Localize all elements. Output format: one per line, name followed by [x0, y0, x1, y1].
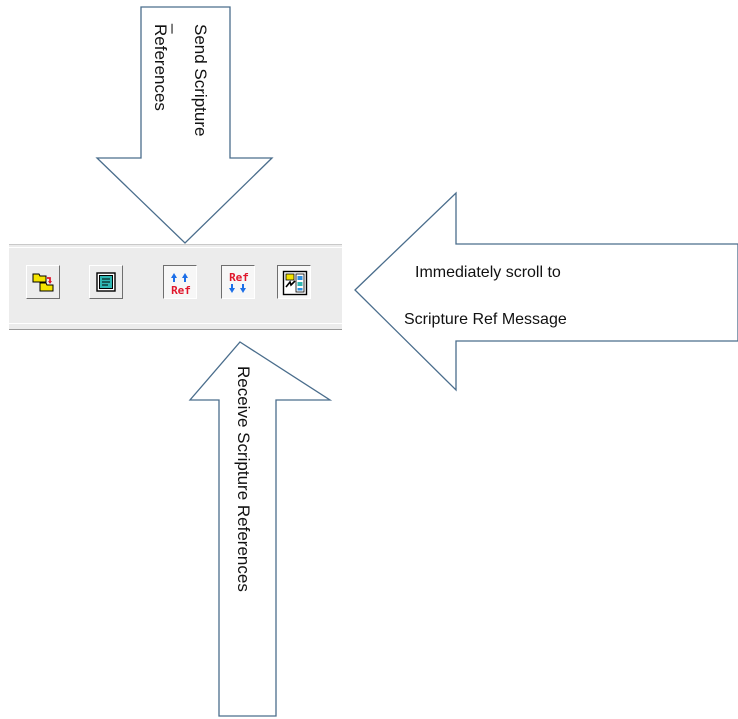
receive-scripture-references-button[interactable]: Ref [221, 265, 255, 299]
send-ref-up-arrows-icon: Ref [171, 273, 191, 296]
scroll-caption-line-2: Scripture Ref Message [404, 311, 567, 328]
receive-ref-label: Ref [229, 271, 249, 284]
toolbar: Ref Ref [9, 244, 342, 330]
send-references-caption: Send Scripture _ References [150, 24, 210, 136]
folder-transfer-button[interactable] [26, 265, 60, 299]
send-references-callout-arrow [95, 6, 274, 244]
receive-references-callout-arrow [188, 341, 333, 717]
send-caption-line-3: References [151, 24, 170, 111]
send-caption-line-2: _ [171, 24, 190, 34]
scroll-caption-line-1: Immediately scroll to [415, 264, 561, 281]
scroll-to-ref-icon [282, 270, 308, 296]
message-list-button[interactable] [89, 265, 123, 299]
send-scripture-references-button[interactable]: Ref [163, 265, 197, 299]
scroll-message-callout-arrow [354, 191, 738, 392]
send-caption-line-1: Send Scripture [191, 24, 210, 137]
receive-ref-down-arrows-icon: Ref [229, 271, 249, 293]
receive-references-caption: Receive Scripture References [234, 366, 253, 592]
send-ref-label: Ref [171, 284, 191, 296]
scroll-to-ref-message-button[interactable] [277, 265, 311, 299]
message-list-icon [96, 272, 116, 292]
folder-transfer-icon [32, 273, 54, 292]
